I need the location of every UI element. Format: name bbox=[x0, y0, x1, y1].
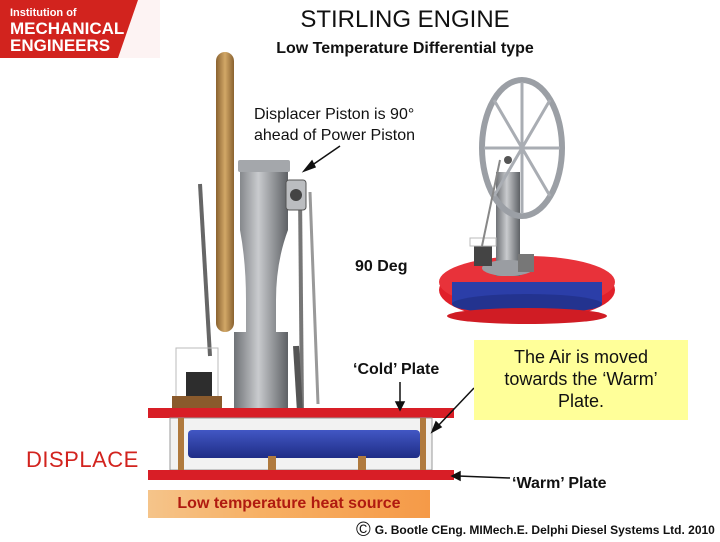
logo-line-1: Institution of bbox=[10, 7, 77, 19]
displacer-note-line-2: ahead of Power Piston bbox=[254, 127, 415, 144]
page-subtitle: Low Temperature Differential type bbox=[276, 40, 534, 57]
displacer-note: Displacer Piston is 90° ahead of Power P… bbox=[254, 104, 444, 146]
imeche-logo: Institution of MECHANICAL ENGINEERS bbox=[0, 0, 160, 58]
copyright-icon: © bbox=[356, 519, 371, 541]
logo-line-2: MECHANICAL bbox=[10, 19, 124, 38]
air-callout-line-1: The Air is moved bbox=[513, 347, 649, 367]
cold-plate-label: ‘Cold’ Plate bbox=[353, 361, 440, 378]
stage-label: DISPLACE bbox=[26, 447, 139, 472]
logo-line-3: ENGINEERS bbox=[10, 36, 110, 55]
small-engine-view bbox=[439, 77, 615, 324]
page-title: STIRLING ENGINE bbox=[300, 6, 510, 33]
credit-line: ©G. Bootle CEng. MIMech.E. Delphi Diesel… bbox=[356, 519, 715, 542]
credit-text: G. Bootle CEng. MIMech.E. Delphi Diesel … bbox=[374, 523, 715, 537]
air-callout-line-2: towards the ‘Warm’ bbox=[504, 369, 658, 389]
phase-angle-label: 90 Deg bbox=[355, 258, 408, 275]
heat-source-bar: Low temperature heat source bbox=[148, 490, 430, 518]
displacer-note-line-1: Displacer Piston is 90° bbox=[254, 106, 415, 123]
warm-plate-label: ‘Warm’ Plate bbox=[512, 475, 607, 492]
air-movement-callout: The Air is moved towards the ‘Warm’ Plat… bbox=[474, 340, 688, 420]
air-callout-line-3: Plate. bbox=[557, 391, 605, 411]
annotation-arrows bbox=[301, 145, 511, 482]
